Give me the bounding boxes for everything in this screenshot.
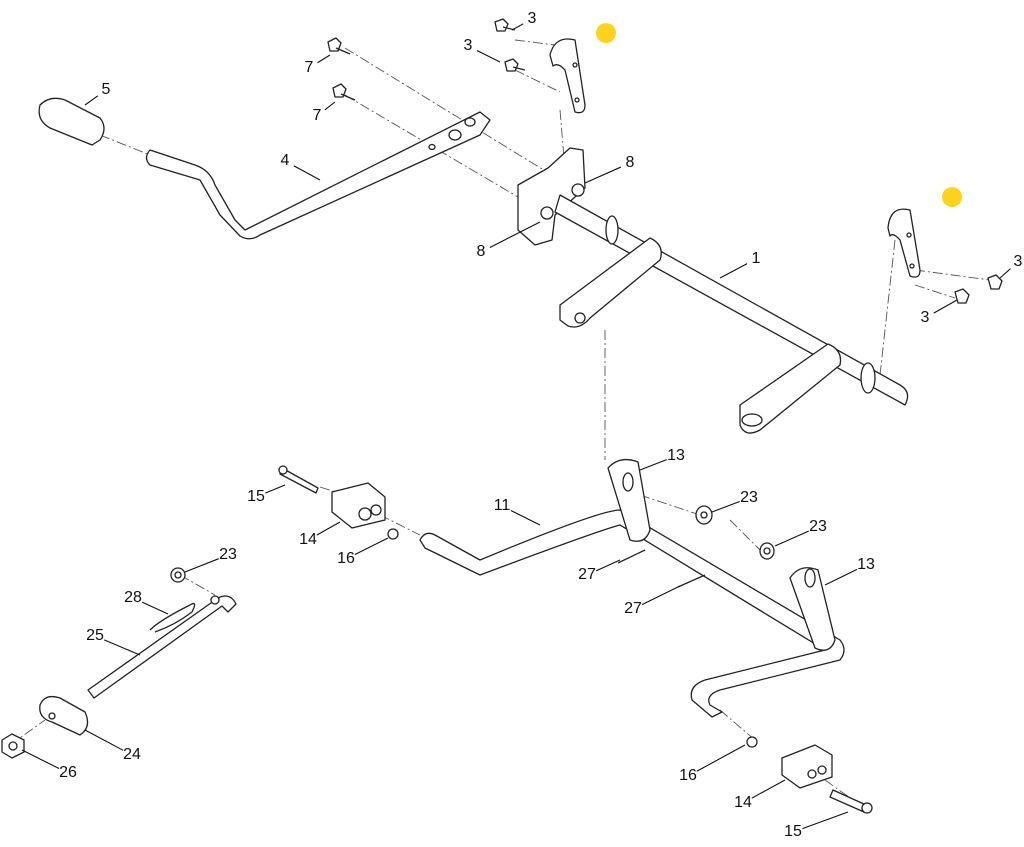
callout-label-part-3: 3 [463,37,473,54]
callout-label-part-28: 28 [124,589,142,606]
part-5-handle-grip [38,97,105,146]
part-1-shaft [554,194,909,434]
callout-leader-line [511,23,524,31]
callout-label-part-11: 11 [493,497,511,514]
part-4-lever [145,111,491,240]
callout-label-part-25: 25 [86,627,104,644]
part-14-blocks [331,482,833,789]
callout-leader-line [802,811,849,830]
callout-leader-line [711,501,740,513]
part-8-bracket [517,147,586,246]
callout-label-part-5: 5 [101,81,111,98]
part-3-bolts [494,18,1003,304]
callout-label-part-24: 24 [123,746,141,763]
callout-leader-line [696,744,746,772]
part-25-rod [87,595,237,699]
part-16-caps [387,528,758,748]
callout-leader-line [751,779,786,799]
callout-leader-line [141,601,169,615]
callout-leader-line [639,459,667,471]
callout-label-part-8: 8 [625,154,635,171]
callout-leader-line [293,165,321,181]
callout-leader-line [999,268,1011,279]
callout-leader-line [265,484,286,494]
part-26-nut [1,733,25,759]
callout-label-part-27: 27 [624,600,642,617]
callout-leader-line [84,95,99,106]
part-7-bolts [327,37,356,101]
part-24-collar [39,695,89,736]
callout-label-part-7: 7 [312,107,322,124]
callout-label-part-3: 3 [527,10,537,27]
callout-leader-line [774,530,810,547]
callout-leader-line [641,585,681,606]
callout-label-part-7: 7 [304,59,314,76]
callout-label-part-3: 3 [920,309,930,326]
callout-label-part-23: 23 [219,546,237,563]
callout-leader-line [317,54,331,64]
part-27-pins [617,549,706,588]
callout-label-part-13: 13 [857,556,875,573]
callout-leader-line [324,101,336,111]
callout-label-part-16: 16 [679,767,697,784]
part-28-clip [149,602,196,633]
callout-label-part-23: 23 [740,489,758,506]
callout-label-part-26: 26 [59,764,77,781]
callout-leader-line [184,558,219,573]
hook-brackets [549,38,921,278]
callout-label-part-4: 4 [280,152,290,169]
part-23-washers [170,505,775,583]
callout-leader-line [933,299,958,314]
callout-leader-line [584,166,622,184]
callout-leader-line [354,537,389,556]
callout-leader-line [824,568,858,586]
callout-label-part-23: 23 [809,518,827,535]
callout-label-part-13: 13 [667,447,685,464]
callout-label-part-14: 14 [734,794,752,811]
part-15-pins [278,465,873,814]
callout-label-part-15: 15 [247,488,265,505]
callout-leader-line [489,221,541,248]
callout-leader-line [510,509,541,526]
callout-label-part-1: 1 [751,250,761,267]
callout-leader-line [21,749,60,770]
callout-label-part-15: 15 [784,823,802,840]
highlight-marker-dot [596,23,616,43]
callout-leader-line [595,559,621,572]
callout-label-part-14: 14 [299,531,317,548]
callout-label-part-16: 16 [337,550,355,567]
callout-label-part-8: 8 [476,243,486,260]
callout-label-part-27: 27 [578,566,596,583]
callout-leader-line [84,729,124,751]
highlight-marker-dot [942,187,962,207]
callout-leader-line [316,521,341,536]
part-11-rod-and-13-plates [419,458,845,718]
callout-label-part-3: 3 [1013,253,1023,270]
callout-leader-line [719,263,748,279]
callout-leader-line [476,49,501,63]
callout-leader-line [103,639,141,656]
